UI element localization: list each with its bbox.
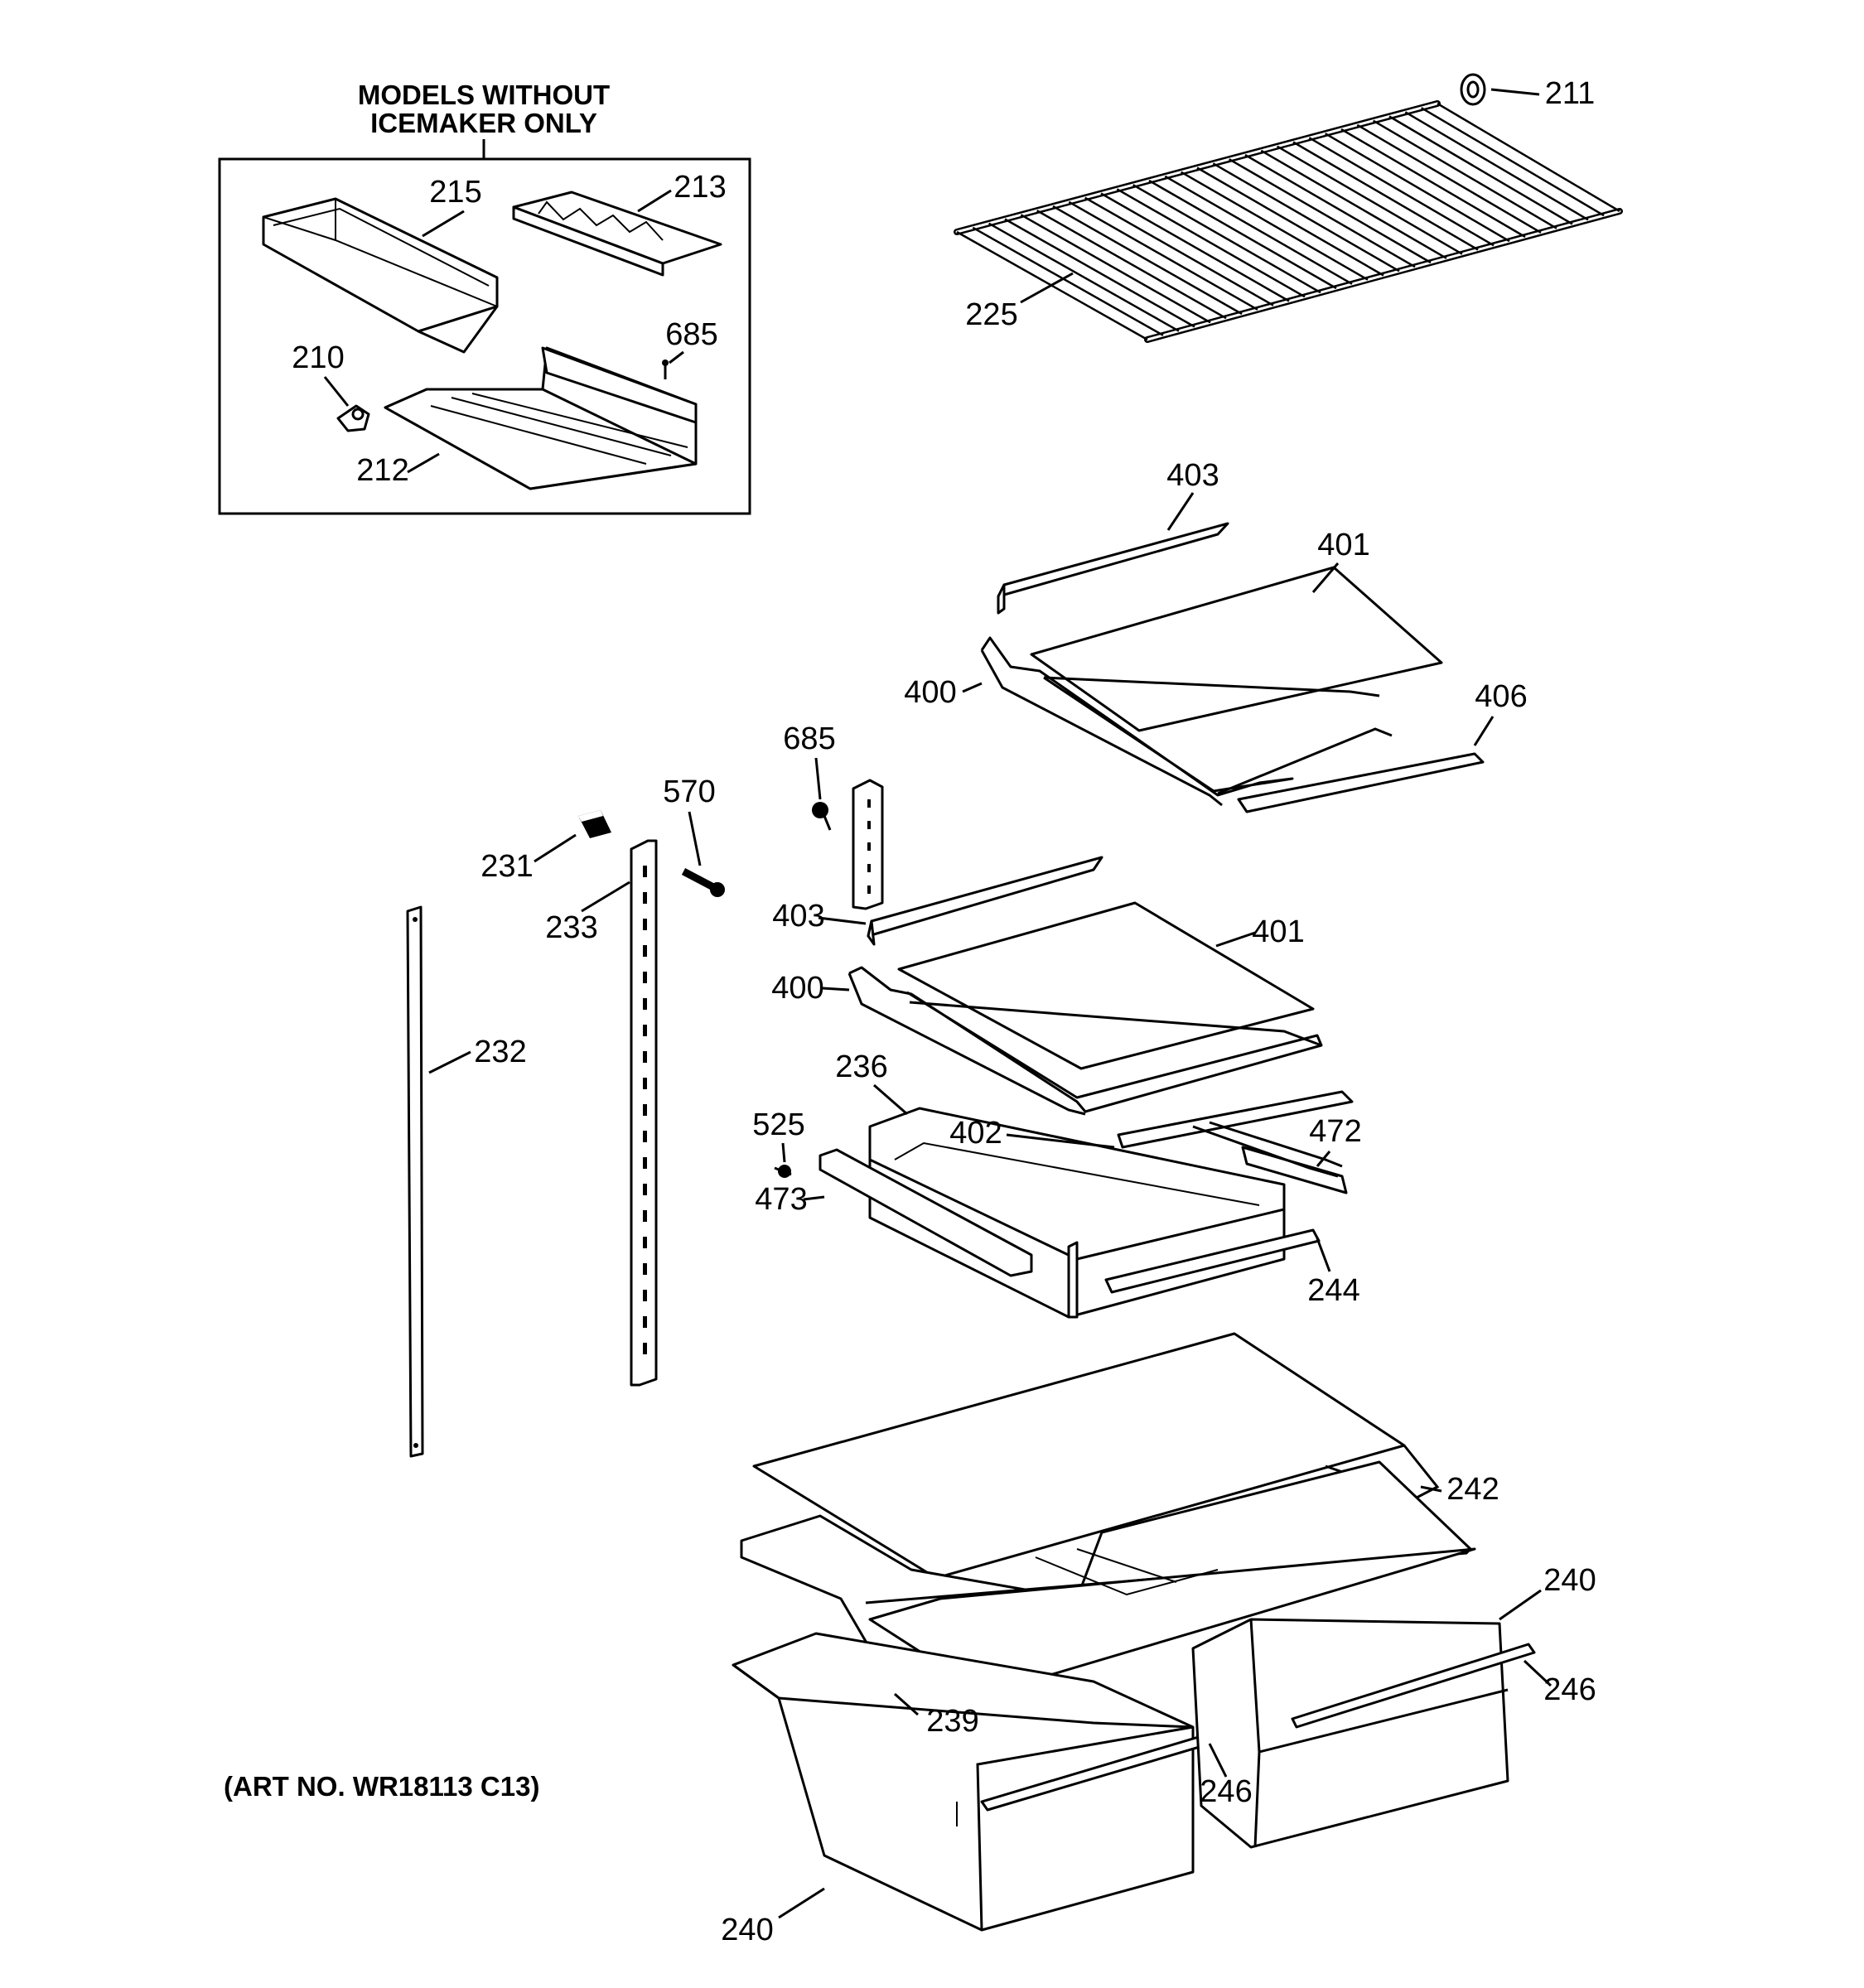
upper-glass-shelf-assembly: [980, 522, 1485, 813]
slide-rail-472: [1241, 1146, 1348, 1194]
screw-685: [812, 802, 832, 831]
callout-246-right: 246: [1543, 1672, 1596, 1707]
ice-bucket-215: [262, 197, 499, 354]
crisper-bin-left-240: [732, 1632, 1226, 1932]
meat-pan-drawer-236: [819, 1090, 1354, 1319]
callout-525: 525: [752, 1107, 804, 1142]
callout-211: 211: [1545, 76, 1596, 111]
callout-239: 239: [926, 1704, 978, 1739]
middle-glass-shelf-assembly: [847, 856, 1323, 1116]
ice-tray-213: [512, 191, 722, 277]
screw-570: [681, 868, 725, 897]
rail-233: [630, 839, 658, 1387]
callout-236: 236: [835, 1049, 887, 1084]
screw-685-inset: [662, 359, 669, 379]
callout-240-right: 240: [1543, 1563, 1596, 1598]
callout-210: 210: [292, 340, 344, 375]
callout-400: 400: [771, 971, 823, 1006]
art-number: (ART NO. WR18113 C13): [224, 1771, 539, 1802]
glass-401-upper: [1030, 566, 1443, 732]
callout-473: 473: [755, 1182, 807, 1217]
ice-shelf-212: [384, 346, 698, 490]
callout-244: 244: [1307, 1273, 1359, 1308]
callout-233: 233: [545, 910, 597, 945]
inset-frame: [218, 157, 751, 515]
trim-406: [1237, 752, 1485, 813]
trim-403-upper: [997, 522, 1229, 598]
bracket-685-rail: [852, 779, 884, 910]
callout-246-left: 246: [1200, 1774, 1252, 1809]
glass-401: [897, 901, 1315, 1070]
clip-231: [578, 810, 611, 838]
callout-685-inset: 685: [665, 317, 717, 352]
callout-403-upper: 403: [1166, 458, 1219, 493]
callout-231: 231: [480, 849, 533, 884]
callout-685: 685: [783, 721, 835, 756]
callout-400-upper: 400: [904, 675, 956, 710]
callout-242: 242: [1446, 1472, 1499, 1507]
wire-shelf-225: [954, 100, 1623, 343]
screw-525: [774, 1165, 792, 1178]
callout-212: 212: [356, 453, 408, 488]
models-without-icemaker-inset: MODELS WITHOUT ICEMAKER ONLY: [218, 80, 751, 515]
shelf-support-211: [1460, 73, 1486, 106]
inset-title-line-2: ICEMAKER ONLY: [370, 108, 597, 138]
callout-240-left: 240: [721, 1913, 773, 1947]
slide-rail-473: [819, 1148, 1033, 1277]
knob-210: [336, 404, 370, 432]
callout-403: 403: [772, 899, 824, 934]
rail-232: [406, 905, 424, 1458]
crisper-cover-assembly: [740, 1332, 1476, 1698]
callout-225: 225: [965, 297, 1017, 332]
callout-406: 406: [1475, 679, 1527, 714]
callout-401-upper: 401: [1317, 528, 1369, 562]
callout-402: 402: [949, 1116, 1002, 1151]
crisper-handle-246-right: [1291, 1643, 1536, 1729]
crisper-bin-right-240: [1191, 1618, 1536, 1849]
callout-215: 215: [429, 175, 481, 210]
callout-401: 401: [1252, 914, 1304, 949]
inset-title-line-1: MODELS WITHOUT: [358, 80, 610, 110]
callout-232: 232: [474, 1035, 526, 1069]
cover-trim-402: [1117, 1090, 1354, 1149]
callout-570: 570: [663, 774, 715, 809]
callout-213: 213: [674, 170, 726, 205]
callout-472: 472: [1309, 1114, 1361, 1149]
